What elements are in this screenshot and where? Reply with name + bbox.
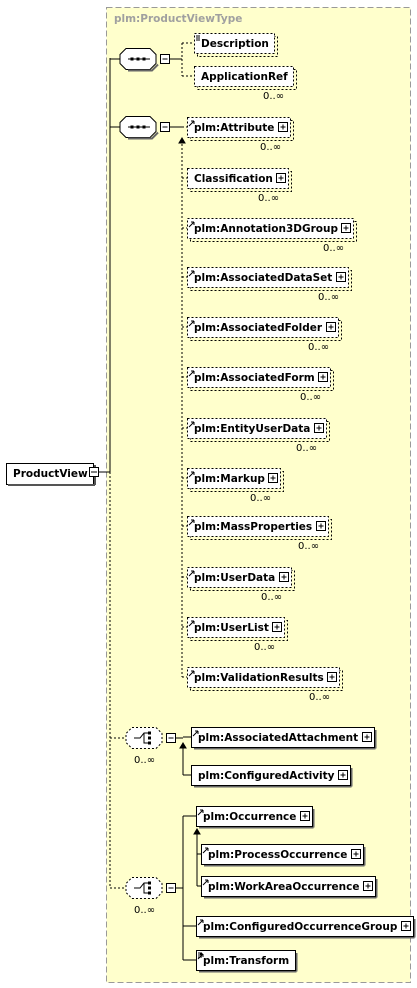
expand-icon[interactable] xyxy=(272,622,282,632)
element-label: ApplicationRef xyxy=(201,71,288,83)
element-label: plm:MassProperties xyxy=(194,521,312,533)
occurrence-label: 0..∞ xyxy=(134,755,155,766)
choice-2-compositor[interactable]: 0..∞ xyxy=(125,877,176,917)
element-plm-associatedattachment[interactable]: plm:AssociatedAttachment xyxy=(191,727,377,750)
sequence-2-compositor[interactable] xyxy=(119,116,170,140)
element-plm-processoccurrence[interactable]: plm:ProcessOccurrence xyxy=(201,844,366,867)
element-label: plm:ValidationResults xyxy=(194,672,324,684)
expand-icon[interactable] xyxy=(276,173,286,183)
element-label: plm:AssociatedDataSet xyxy=(194,272,332,284)
element-plm-attribute[interactable]: plm:Attribute 0..∞ xyxy=(187,117,294,154)
element-applicationref[interactable]: ApplicationRef 0..∞ xyxy=(194,66,297,103)
element-label: Classification xyxy=(194,173,273,185)
expand-icon[interactable] xyxy=(363,881,373,891)
choice-1-compositor[interactable]: 0..∞ xyxy=(125,727,176,767)
occurrence-label: 0..∞ xyxy=(308,342,329,353)
occurrence-label: 0..∞ xyxy=(323,243,344,254)
element-label: plm:AssociatedFolder xyxy=(194,322,323,334)
expand-icon[interactable] xyxy=(278,122,288,132)
choice-1-elements: plm:AssociatedAttachment plm:ConfiguredAc… xyxy=(191,727,377,788)
collapse-icon[interactable] xyxy=(160,122,170,132)
element-label: plm:ProcessOccurrence xyxy=(208,849,347,861)
choice-2-elements: plm:Occurrence plm:ProcessOccurrence plm:W… xyxy=(196,806,416,973)
connectors xyxy=(99,42,201,961)
element-plm-userlist[interactable]: plm:UserList 0..∞ xyxy=(187,617,288,654)
expand-icon[interactable] xyxy=(338,770,348,780)
occurrence-label: 0..∞ xyxy=(134,905,155,916)
element-plm-configuredactivity[interactable]: plm:ConfiguredActivity xyxy=(191,765,353,788)
occurrence-label: 0..∞ xyxy=(258,193,279,204)
element-label: Description xyxy=(201,38,269,50)
element-description[interactable]: Description xyxy=(194,33,278,57)
type-title: plm:ProductViewType xyxy=(114,13,242,25)
element-label: plm:Markup xyxy=(194,473,265,485)
occurrence-label: 0..∞ xyxy=(300,392,321,403)
element-plm-associatedfolder[interactable]: plm:AssociatedFolder 0..∞ xyxy=(187,317,342,354)
expand-icon[interactable] xyxy=(326,322,336,332)
expand-icon[interactable] xyxy=(279,572,289,582)
occurrence-label: 0..∞ xyxy=(298,541,319,552)
expand-icon[interactable] xyxy=(401,921,411,931)
expand-icon[interactable] xyxy=(362,732,372,742)
collapse-icon[interactable] xyxy=(166,883,176,893)
expand-icon[interactable] xyxy=(327,672,337,682)
element-label: plm:EntityUserData xyxy=(194,423,310,435)
element-plm-userdata[interactable]: plm:UserData 0..∞ xyxy=(187,567,295,604)
expand-icon[interactable] xyxy=(314,423,324,433)
element-label: plm:WorkAreaOccurrence xyxy=(208,881,360,893)
occurrence-label: 0..∞ xyxy=(296,443,317,454)
element-classification[interactable]: Classification 0..∞ xyxy=(187,168,292,205)
expand-icon[interactable] xyxy=(300,811,310,821)
occurrence-label: 0..∞ xyxy=(261,592,282,603)
root-label: ProductView xyxy=(13,468,88,480)
expand-icon[interactable] xyxy=(341,223,351,233)
element-label: plm:AssociatedForm xyxy=(194,372,315,384)
element-plm-validationresults[interactable]: plm:ValidationResults 0..∞ xyxy=(187,667,343,704)
element-label: plm:AssociatedAttachment xyxy=(198,732,358,744)
element-label: plm:Attribute xyxy=(194,122,274,134)
compositors: 0..∞ 0..∞ xyxy=(119,48,176,917)
occurrence-label: 0..∞ xyxy=(263,91,284,102)
element-plm-associateddataset[interactable]: plm:AssociatedDataSet 0..∞ xyxy=(187,267,352,304)
sequence-2-elements: plm:Attribute0..∞Classification0..∞plm:A… xyxy=(187,117,357,704)
occurrence-label: 0..∞ xyxy=(250,493,271,504)
expand-icon[interactable] xyxy=(351,849,361,859)
element-label: plm:ConfiguredActivity xyxy=(198,770,335,782)
occurrence-label: 0..∞ xyxy=(254,642,275,653)
element-label: plm:Transform xyxy=(203,955,289,967)
element-label: plm:Occurrence xyxy=(203,811,296,823)
element-plm-massproperties[interactable]: plm:MassProperties 0..∞ xyxy=(187,516,332,553)
collapse-icon[interactable] xyxy=(160,54,170,64)
collapse-icon[interactable] xyxy=(166,733,176,743)
element-plm-transform[interactable]: plm:Transform xyxy=(196,950,298,973)
occurrence-label: 0..∞ xyxy=(309,692,330,703)
expand-icon[interactable] xyxy=(336,272,346,282)
element-plm-annotation3dgroup[interactable]: plm:Annotation3DGroup 0..∞ xyxy=(187,218,357,255)
element-plm-configuredoccurrencegroup[interactable]: plm:ConfiguredOccurrenceGroup xyxy=(196,916,416,939)
sequence-1-compositor[interactable] xyxy=(119,48,170,72)
element-plm-occurrence[interactable]: plm:Occurrence xyxy=(196,806,315,829)
root-element[interactable]: ProductView xyxy=(6,463,99,486)
element-plm-workareaoccurrence[interactable]: plm:WorkAreaOccurrence xyxy=(201,876,378,899)
element-label: plm:ConfiguredOccurrenceGroup xyxy=(203,921,398,933)
occurrence-label: 0..∞ xyxy=(318,292,339,303)
expand-icon[interactable] xyxy=(316,521,326,531)
element-label: plm:UserList xyxy=(194,622,269,634)
occurrence-label: 0..∞ xyxy=(260,142,281,153)
element-label: plm:Annotation3DGroup xyxy=(194,223,338,235)
expand-icon[interactable] xyxy=(268,473,278,483)
element-plm-entityuserdata[interactable]: plm:EntityUserData 0..∞ xyxy=(187,418,330,455)
element-label: plm:UserData xyxy=(194,572,275,584)
element-plm-associatedform[interactable]: plm:AssociatedForm 0..∞ xyxy=(187,367,334,404)
expand-icon[interactable] xyxy=(318,372,328,382)
element-plm-markup[interactable]: plm:Markup 0..∞ xyxy=(187,468,284,505)
